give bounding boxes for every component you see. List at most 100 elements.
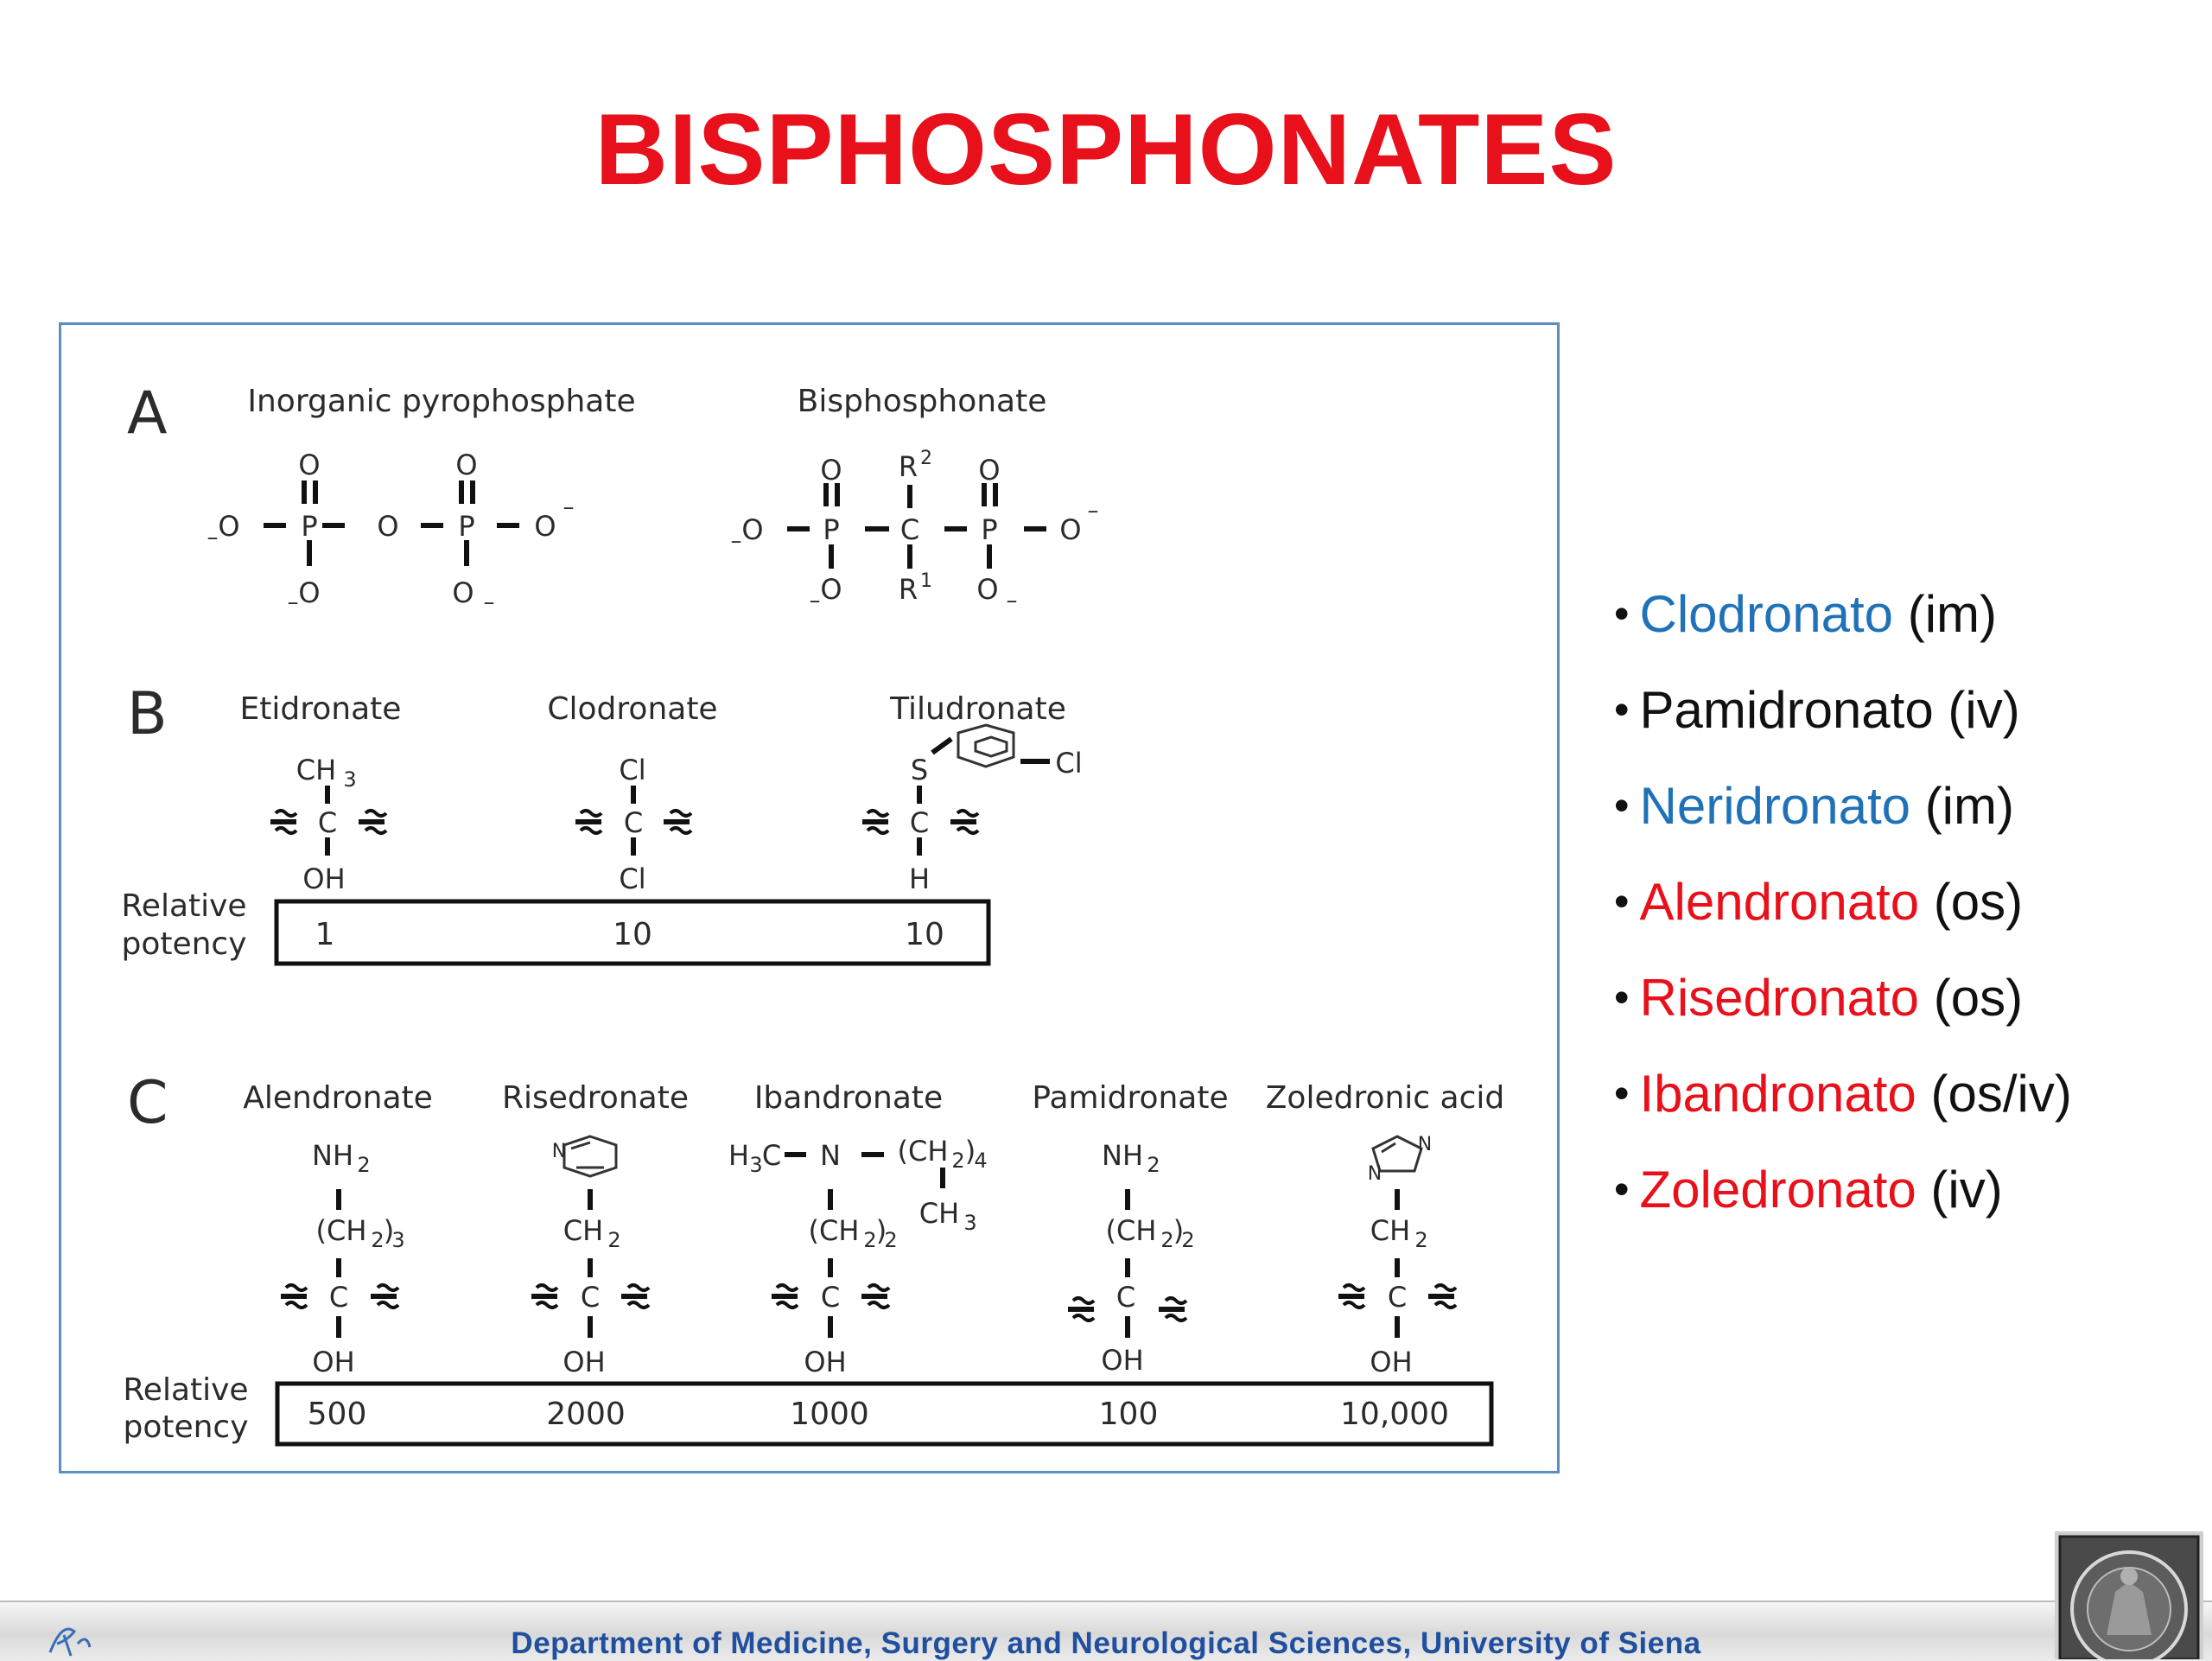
atom: C	[318, 806, 337, 839]
atom: (CH	[316, 1214, 367, 1247]
atom: S	[911, 754, 928, 786]
drug-route-list: •Clodronato (im) •Pamidronato (iv) •Neri…	[1614, 579, 2072, 1251]
potency-label-b: potency	[121, 926, 246, 962]
drug-name: Pamidronato	[1639, 681, 1934, 739]
pyrophosphate-title: Inorganic pyrophosphate	[247, 384, 635, 419]
drug-route: (im)	[1907, 585, 1997, 643]
atom: N	[1368, 1163, 1382, 1185]
atom: CH	[563, 1214, 603, 1247]
drug-item-risedronato: •Risedronato (os)	[1614, 969, 2024, 1027]
drug-item-ibandronato: •Ibandronato (os/iv)	[1614, 1065, 2072, 1123]
atom: O	[820, 454, 842, 487]
drug-route: (iv)	[1948, 681, 2020, 739]
atom: C	[581, 1281, 600, 1314]
subscript: 2	[357, 1153, 370, 1177]
atom: C	[910, 806, 929, 839]
subscript: 2	[371, 1228, 384, 1252]
structure-atoms: O – P O P O – O O O – O – O – P C P O – …	[207, 448, 1433, 1378]
atom: (CH	[809, 1214, 860, 1247]
atom: Cl	[619, 754, 645, 786]
subscript: 2	[1147, 1153, 1160, 1177]
charge: –	[288, 589, 299, 615]
subscript: 2	[951, 1149, 964, 1173]
slide-title: BISPHOSPHONATES	[594, 92, 1618, 206]
subscript: 4	[974, 1149, 987, 1173]
compound-name-etidronate: Etidronate	[240, 691, 402, 727]
subscript: 3	[963, 1211, 976, 1235]
potency-box-b	[274, 899, 991, 966]
compound-name-risedronate: Risedronate	[502, 1080, 689, 1116]
atom: )	[1173, 1214, 1184, 1247]
subscript: 3	[749, 1153, 762, 1177]
drug-item-neridronato: •Neridronato (im)	[1614, 777, 2014, 835]
atom: Cl	[1055, 747, 1082, 780]
potency-value-tiludronate: 10	[905, 917, 944, 952]
bisphosphonate-structures-figure: A B C Inorganic pyrophosphate Bisphospho…	[59, 322, 1560, 1473]
atom: O	[218, 510, 239, 543]
drug-name: Neridronato	[1639, 777, 1911, 835]
subscript: 3	[391, 1228, 404, 1252]
subscript: 2	[1414, 1228, 1427, 1252]
drug-route: (os)	[1933, 873, 2024, 931]
atom: CH	[1370, 1214, 1410, 1247]
structures-svg: A B C Inorganic pyrophosphate Bisphospho…	[121, 379, 1504, 1447]
footer-bar	[0, 1601, 2212, 1661]
charge: –	[563, 494, 575, 520]
compound-name-ibandronate: Ibandronate	[754, 1080, 943, 1116]
panel-letter-c: C	[127, 1069, 168, 1137]
drug-name: Alendronato	[1639, 873, 1920, 931]
drug-name: Clodronato	[1639, 585, 1894, 643]
superscript: 1	[920, 570, 932, 592]
compound-name-pamidronate: Pamidronate	[1032, 1080, 1228, 1116]
atom: O	[978, 454, 1000, 487]
drug-item-alendronato: •Alendronato (os)	[1614, 873, 2024, 931]
department-logo-icon	[48, 1627, 92, 1657]
atom: OH	[563, 1346, 605, 1378]
potency-value-pamidronate: 100	[1099, 1397, 1159, 1432]
atom: H	[728, 1139, 749, 1172]
drug-route: (iv)	[1930, 1161, 2003, 1219]
subscript: 2	[863, 1228, 876, 1252]
superscript: 2	[920, 448, 932, 469]
bisphosphonate-title: Bisphosphonate	[798, 384, 1047, 419]
relative-label-b: Relative	[121, 888, 246, 924]
atom: NH	[1102, 1139, 1143, 1172]
atom: O	[1059, 513, 1081, 546]
atom: R	[899, 450, 918, 483]
atom: )	[876, 1214, 887, 1247]
atom: O	[298, 449, 320, 481]
relative-label-c: Relative	[123, 1372, 248, 1408]
drug-route: (os)	[1933, 969, 2024, 1027]
atom: N	[552, 1141, 566, 1162]
drug-item-zoledronato: •Zoledronato (iv)	[1614, 1161, 2003, 1219]
atom: R	[899, 573, 918, 606]
potency-box-c	[275, 1381, 1494, 1447]
subscript: 2	[884, 1228, 897, 1252]
atom: OH	[312, 1346, 354, 1378]
potency-value-ibandronate: 1000	[790, 1397, 869, 1432]
atom: O	[452, 576, 474, 609]
subscript: 2	[607, 1228, 620, 1252]
atom: CH	[296, 754, 336, 786]
atom: CH	[919, 1197, 959, 1230]
drug-name: Ibandronato	[1639, 1065, 1916, 1123]
potency-value-clodronate: 10	[613, 917, 652, 952]
potency-value-zoledronic-acid: 10,000	[1340, 1397, 1449, 1432]
drug-name: Zoledronato	[1639, 1161, 1916, 1219]
atom: P	[301, 510, 317, 543]
potency-value-alendronate: 500	[308, 1397, 367, 1432]
drug-item-clodronato: •Clodronato (im)	[1614, 585, 1997, 643]
atom: P	[981, 513, 997, 546]
charge: –	[484, 589, 495, 615]
atom: OH	[1370, 1346, 1412, 1378]
subscript: 3	[343, 767, 356, 792]
drug-route: (im)	[1924, 777, 2014, 835]
atom: OH	[302, 862, 345, 895]
atom: C	[762, 1139, 781, 1172]
atom: P	[823, 513, 839, 546]
potency-value-risedronate: 2000	[546, 1397, 626, 1432]
charge: –	[1088, 498, 1099, 524]
charge: –	[207, 525, 219, 550]
atom: O	[377, 510, 398, 543]
atom: C	[624, 806, 643, 839]
